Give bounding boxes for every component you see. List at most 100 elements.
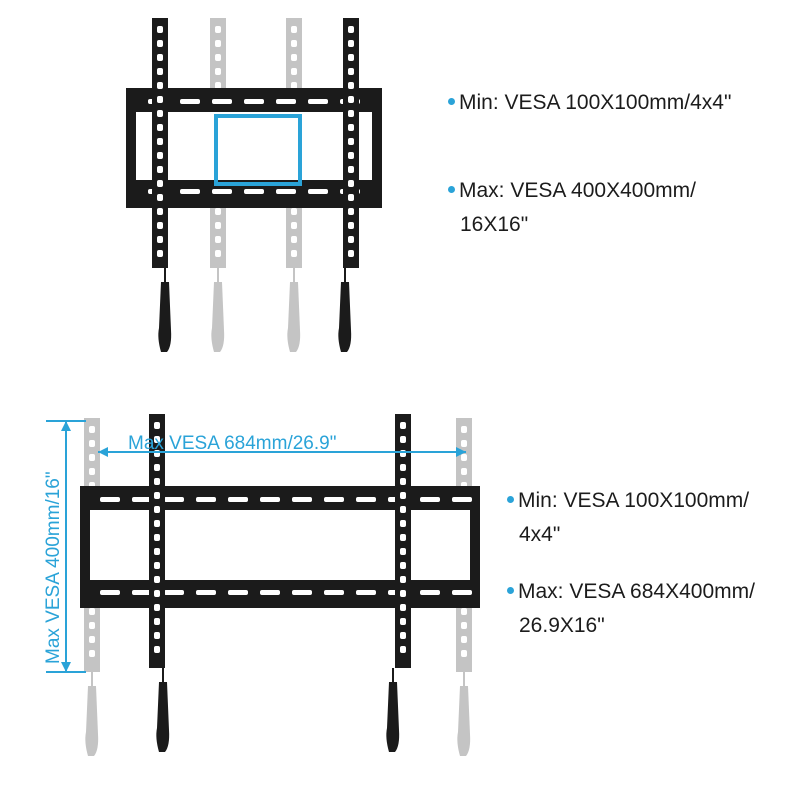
bottom-spec-min: Min: VESA 100X100mm/ 4x4" [507,484,749,552]
bracket-slot [461,650,467,657]
mount-frame [126,88,382,208]
bracket-slot [89,440,95,447]
bracket-slot [157,152,163,159]
bracket-slot [461,426,467,433]
bracket-slot [154,478,160,485]
bracket-slot [348,26,354,33]
bracket-slot [291,40,297,47]
vertical-bracket [395,414,411,668]
frame-slot [212,189,232,194]
bracket-slot [291,208,297,215]
bracket-slot [400,646,406,653]
bracket-slot [400,562,406,569]
bracket-slot [154,436,160,443]
frame-slot [356,590,376,595]
pull-strap [156,668,170,752]
bracket-slot [400,478,406,485]
bracket-slot [348,54,354,61]
bracket-slot [157,222,163,229]
bracket-slot [89,468,95,475]
bracket-slot [348,96,354,103]
bracket-slot [400,618,406,625]
bracket-slot [348,194,354,201]
mount-frame [80,486,480,608]
bracket-slot [400,436,406,443]
frame-slot [196,590,216,595]
bracket-slot [461,454,467,461]
bracket-slot [400,422,406,429]
bracket-slot [348,68,354,75]
bracket-slot [461,468,467,475]
bracket-slot [461,636,467,643]
bullet-icon [448,185,455,193]
frame-slot [180,99,200,104]
bracket-slot [400,492,406,499]
frame-opening [136,112,372,180]
bracket-slot [154,604,160,611]
bracket-slot [215,40,221,47]
frame-slot [260,497,280,502]
bracket-slot [89,454,95,461]
bottom-spec-min-line1: Min: VESA 100X100mm/ [518,489,750,512]
bracket-slot [154,548,160,555]
bracket-slot [215,250,221,257]
bottom-mount-illustration: Max VESA 684mm/26.9" Max VESA 400mm/16" [43,414,480,756]
pull-strap [338,268,352,352]
bracket-slot [215,26,221,33]
bracket-slot [154,618,160,625]
bracket-slot [157,166,163,173]
bracket-slot [157,40,163,47]
bracket-slot [400,590,406,597]
bracket-slot [400,548,406,555]
frame-slot [420,590,440,595]
bracket-slot [348,166,354,173]
bracket-slot [89,426,95,433]
bracket-slot [291,54,297,61]
dark-brackets [149,414,411,668]
frame-slot [244,99,264,104]
bracket-slot [157,26,163,33]
bracket-slot [154,576,160,583]
bracket-slot [154,464,160,471]
frame-slot [132,590,152,595]
bracket-slot [215,236,221,243]
bracket-slot [348,152,354,159]
dark-brackets [152,18,359,268]
bracket-slot [154,646,160,653]
top-mount-illustration [126,18,382,352]
bracket-slot [89,650,95,657]
bracket-slot [348,82,354,89]
bracket-slot [400,604,406,611]
frame-slot [244,189,264,194]
frame-slot [100,497,120,502]
bracket-slot [157,194,163,201]
vertical-bracket [343,18,359,268]
bracket-slot [154,422,160,429]
arrowhead-down-icon [61,662,71,672]
bracket-slot [291,82,297,89]
bracket-slot [157,124,163,131]
frame-opening [90,510,470,580]
bracket-slot [215,222,221,229]
dim-vertical-label: Max VESA 400mm/16" [43,471,64,664]
bracket-slot [291,26,297,33]
bracket-slot [215,68,221,75]
frame-slot [308,99,328,104]
arrowhead-right-icon [456,447,466,457]
bullet-icon [507,586,514,594]
frame-slot [196,497,216,502]
bracket-slot [157,250,163,257]
bracket-slot [89,608,95,615]
frame-slot [452,497,472,502]
pull-strap [287,268,301,352]
frame-slot [132,497,152,502]
bracket-slot [154,632,160,639]
bracket-slot [215,82,221,89]
bottom-spec-min-line2: 4x4" [519,523,561,546]
bracket-slot [89,622,95,629]
bottom-spec-max-line1: Max: VESA 684X400mm/ [518,580,755,603]
frame-slot [420,497,440,502]
pull-straps [158,268,352,352]
bracket-slot [348,110,354,117]
bracket-slot [400,576,406,583]
